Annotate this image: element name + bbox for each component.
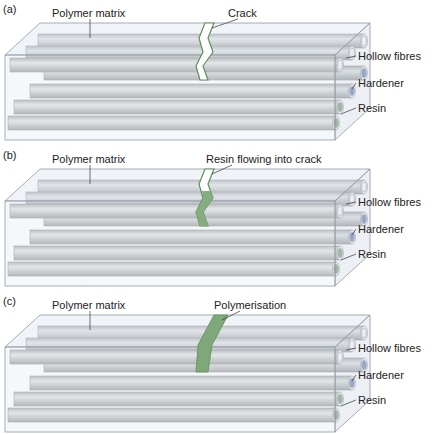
- label-text: Resin: [358, 394, 386, 407]
- label-text: Hollow fibres: [358, 196, 421, 209]
- label-text: Polymer matrix: [52, 7, 125, 20]
- composite-block: [5, 19, 370, 140]
- leader-line: [212, 19, 238, 28]
- resin-flow: [196, 191, 213, 226]
- label-text: Crack: [228, 7, 257, 20]
- label-text: (b): [3, 149, 16, 162]
- label-text: (a): [3, 3, 16, 16]
- label-text: Hollow fibres: [358, 342, 421, 355]
- leader-line: [212, 165, 232, 174]
- label-text: Hardener: [358, 77, 404, 90]
- leader-line: [222, 311, 240, 320]
- label-text: Polymer matrix: [52, 153, 125, 166]
- label-text: (c): [3, 295, 16, 308]
- label-text: Hollow fibres: [358, 50, 421, 63]
- label-text: Resin flowing into crack: [206, 153, 322, 166]
- label-text: Hardener: [358, 223, 404, 236]
- crack: [196, 23, 214, 80]
- polymerised-resin: [196, 315, 228, 372]
- composite-block: [5, 165, 370, 286]
- label-text: Hardener: [358, 369, 404, 382]
- label-text: Polymer matrix: [52, 299, 125, 312]
- label-text: Resin: [358, 248, 386, 261]
- crack: [196, 169, 214, 226]
- label-text: Resin: [358, 102, 386, 115]
- composite-block: [5, 311, 370, 432]
- label-text: Polymerisation: [214, 299, 286, 312]
